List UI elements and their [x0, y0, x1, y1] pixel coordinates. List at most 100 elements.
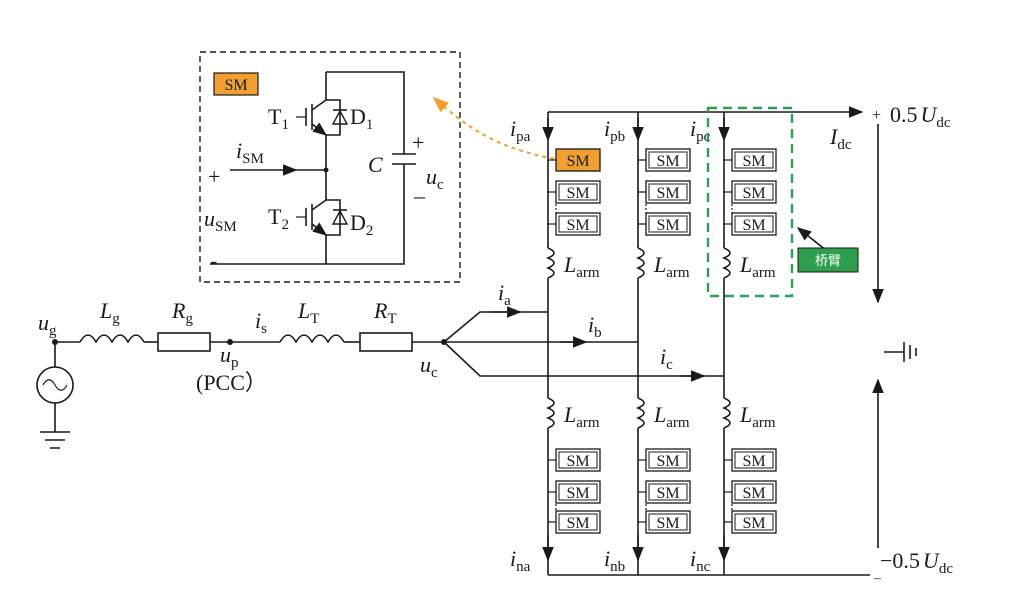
- svg-text:up: up: [220, 342, 239, 371]
- sm-minus-sign: -: [210, 248, 217, 273]
- ac-grid-side: ug Lg Rg is up (PCC） LT RT uc: [36, 298, 447, 449]
- svg-text:SM: SM: [656, 185, 679, 202]
- svg-text:SM: SM: [566, 485, 589, 502]
- svg-text:SM: SM: [742, 185, 765, 202]
- inductor-lower-0-icon: [545, 397, 555, 429]
- inductor-lower-2-icon: [721, 397, 731, 429]
- ground-icon: [40, 431, 70, 449]
- converter-arms: ipaSMSMSMLarmLarmSMSMSMinaipbSMSMSMLarmL…: [510, 112, 777, 575]
- sm-lower-2-3: SM: [724, 510, 777, 534]
- sm-plus-sign: +: [208, 164, 220, 189]
- svg-text:ug: ug: [38, 310, 57, 339]
- svg-text:ic: ic: [660, 344, 673, 373]
- svg-text:SM: SM: [566, 515, 589, 532]
- inductor-upper-2-icon: [721, 247, 731, 279]
- sm-lower-2-2: SM: [724, 480, 777, 504]
- svg-text:+: +: [872, 107, 881, 124]
- zoom-pointer-arrow: [432, 96, 563, 161]
- u-sm-label: uSM: [204, 206, 237, 235]
- svg-text:SM: SM: [656, 515, 679, 532]
- svg-text:Rg: Rg: [171, 298, 193, 327]
- arm-inductor-label-upper-0: Larm: [563, 252, 600, 281]
- igbt-t2-icon: [296, 199, 328, 236]
- lower-current-1: inb: [604, 546, 625, 575]
- svg-text:SM: SM: [566, 453, 589, 470]
- inductor-upper-0-icon: [545, 247, 555, 279]
- svg-text:SM: SM: [742, 153, 765, 170]
- sm-upper-1-3: SM: [638, 212, 691, 236]
- sm-upper-0-3: SM: [548, 212, 601, 236]
- lower-current-2: inc: [690, 546, 711, 575]
- arm-inductor-label-lower-0: Larm: [563, 402, 600, 431]
- arm-inductor-label-upper-1: Larm: [653, 252, 690, 281]
- resistor-rt-icon: [359, 332, 413, 352]
- d1-label: D1: [350, 104, 373, 133]
- svg-text:ib: ib: [588, 312, 602, 341]
- sm-lower-0-2: SM: [548, 480, 601, 504]
- svg-text:SM: SM: [742, 515, 765, 532]
- sm-upper-1-2: SM: [638, 180, 691, 204]
- submodule-detail-box: SM: [199, 51, 461, 283]
- i-sm-label: iSM: [236, 138, 264, 167]
- inductor-lt-icon: [279, 334, 345, 344]
- sm-upper-2-2: SM: [724, 180, 777, 204]
- submodule-tag: SM: [213, 72, 259, 96]
- svg-text:ia: ia: [498, 280, 511, 309]
- svg-text:SM: SM: [742, 453, 765, 470]
- sm-upper-2-1: SM: [724, 148, 777, 172]
- phase-connections: ia ib ic: [443, 280, 724, 382]
- sm-upper-1-1: SM: [638, 148, 691, 172]
- dc-ground-icon: [884, 342, 917, 362]
- d2-label: D2: [350, 210, 373, 239]
- capacitor-label: C: [368, 152, 383, 177]
- svg-text:–: –: [873, 571, 882, 586]
- sm-lower-2-1: SM: [724, 448, 777, 472]
- sm-lower-1-2: SM: [638, 480, 691, 504]
- svg-text:Lg: Lg: [99, 298, 120, 327]
- inductor-lower-1-icon: [635, 397, 645, 429]
- t2-label: T2: [268, 204, 289, 233]
- arm-inductor-label-lower-1: Larm: [653, 402, 690, 431]
- upper-current-0: ipa: [510, 116, 531, 145]
- t1-label: T1: [268, 104, 289, 133]
- svg-text:RT: RT: [373, 298, 397, 327]
- bridge-arm-highlight: 桥臂: [706, 106, 859, 298]
- svg-text:SM: SM: [656, 153, 679, 170]
- svg-text:SM: SM: [742, 485, 765, 502]
- svg-text:LT: LT: [297, 298, 319, 327]
- capacitor: [392, 153, 416, 176]
- bridge-arm-tag: 桥臂: [815, 254, 841, 269]
- inductor-lg-icon: [79, 334, 145, 344]
- svg-text:SM: SM: [566, 185, 589, 202]
- sm-upper-2-3: SM: [724, 212, 777, 236]
- svg-text:SM: SM: [566, 217, 589, 234]
- resistor-rg-icon: [157, 332, 211, 352]
- svg-text:SM: SM: [224, 77, 247, 94]
- sm-lower-0-3: SM: [548, 510, 601, 534]
- upper-current-1: ipb: [604, 116, 625, 145]
- sm-lower-1-1: SM: [638, 448, 691, 472]
- arm-inductor-label-upper-2: Larm: [739, 252, 776, 281]
- svg-text:SM: SM: [656, 485, 679, 502]
- cap-minus-sign: –: [413, 183, 426, 208]
- cap-voltage-label: uc: [426, 164, 444, 193]
- svg-text:SM: SM: [566, 153, 589, 170]
- svg-text:Idc: Idc: [829, 124, 852, 153]
- inductor-upper-1-icon: [635, 247, 645, 279]
- diode-d1-icon: [326, 99, 349, 136]
- svg-text:is: is: [255, 308, 267, 337]
- svg-text:SM: SM: [656, 453, 679, 470]
- sm-upper-0-2: SM: [548, 180, 601, 204]
- svg-text:uc: uc: [420, 352, 438, 381]
- sm-lower-0-1: SM: [548, 448, 601, 472]
- svg-text:(PCC）: (PCC）: [196, 370, 267, 395]
- lower-current-0: ina: [510, 546, 531, 575]
- sm-upper-0-1: SM: [548, 148, 601, 172]
